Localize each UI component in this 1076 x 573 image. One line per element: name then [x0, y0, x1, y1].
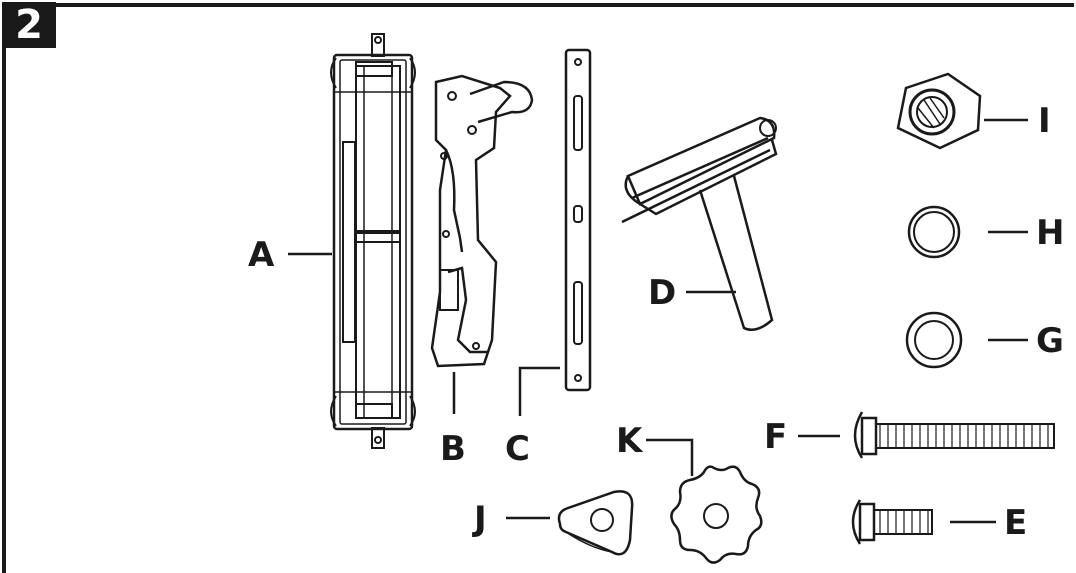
label-part-a: A — [248, 235, 275, 275]
part-e-short-bolt — [851, 499, 933, 545]
label-part-d: D — [648, 273, 677, 313]
part-j-three-lobe-knob — [557, 490, 634, 556]
label-part-i: I — [1038, 101, 1051, 141]
label-part-h: H — [1036, 213, 1065, 253]
label-part-b: B — [440, 429, 466, 469]
label-part-g: G — [1036, 321, 1064, 361]
step-number-badge: 2 — [2, 2, 56, 48]
part-k-star-knob — [670, 465, 763, 564]
label-part-c: C — [505, 429, 530, 469]
leader-lines — [288, 118, 1028, 524]
part-f-long-bolt — [853, 411, 1055, 459]
label-part-j: J — [474, 499, 487, 539]
label-part-k: K — [616, 421, 643, 461]
label-part-f: F — [764, 417, 788, 457]
part-g-washer — [905, 311, 963, 369]
label-part-e: E — [1004, 503, 1028, 543]
part-a-frame — [330, 33, 416, 449]
part-i-hex-nut — [896, 72, 982, 150]
part-d-roller — [621, 116, 778, 331]
part-h-ring — [907, 205, 961, 259]
part-c-bar — [564, 48, 592, 392]
part-b-bracket — [430, 74, 534, 368]
